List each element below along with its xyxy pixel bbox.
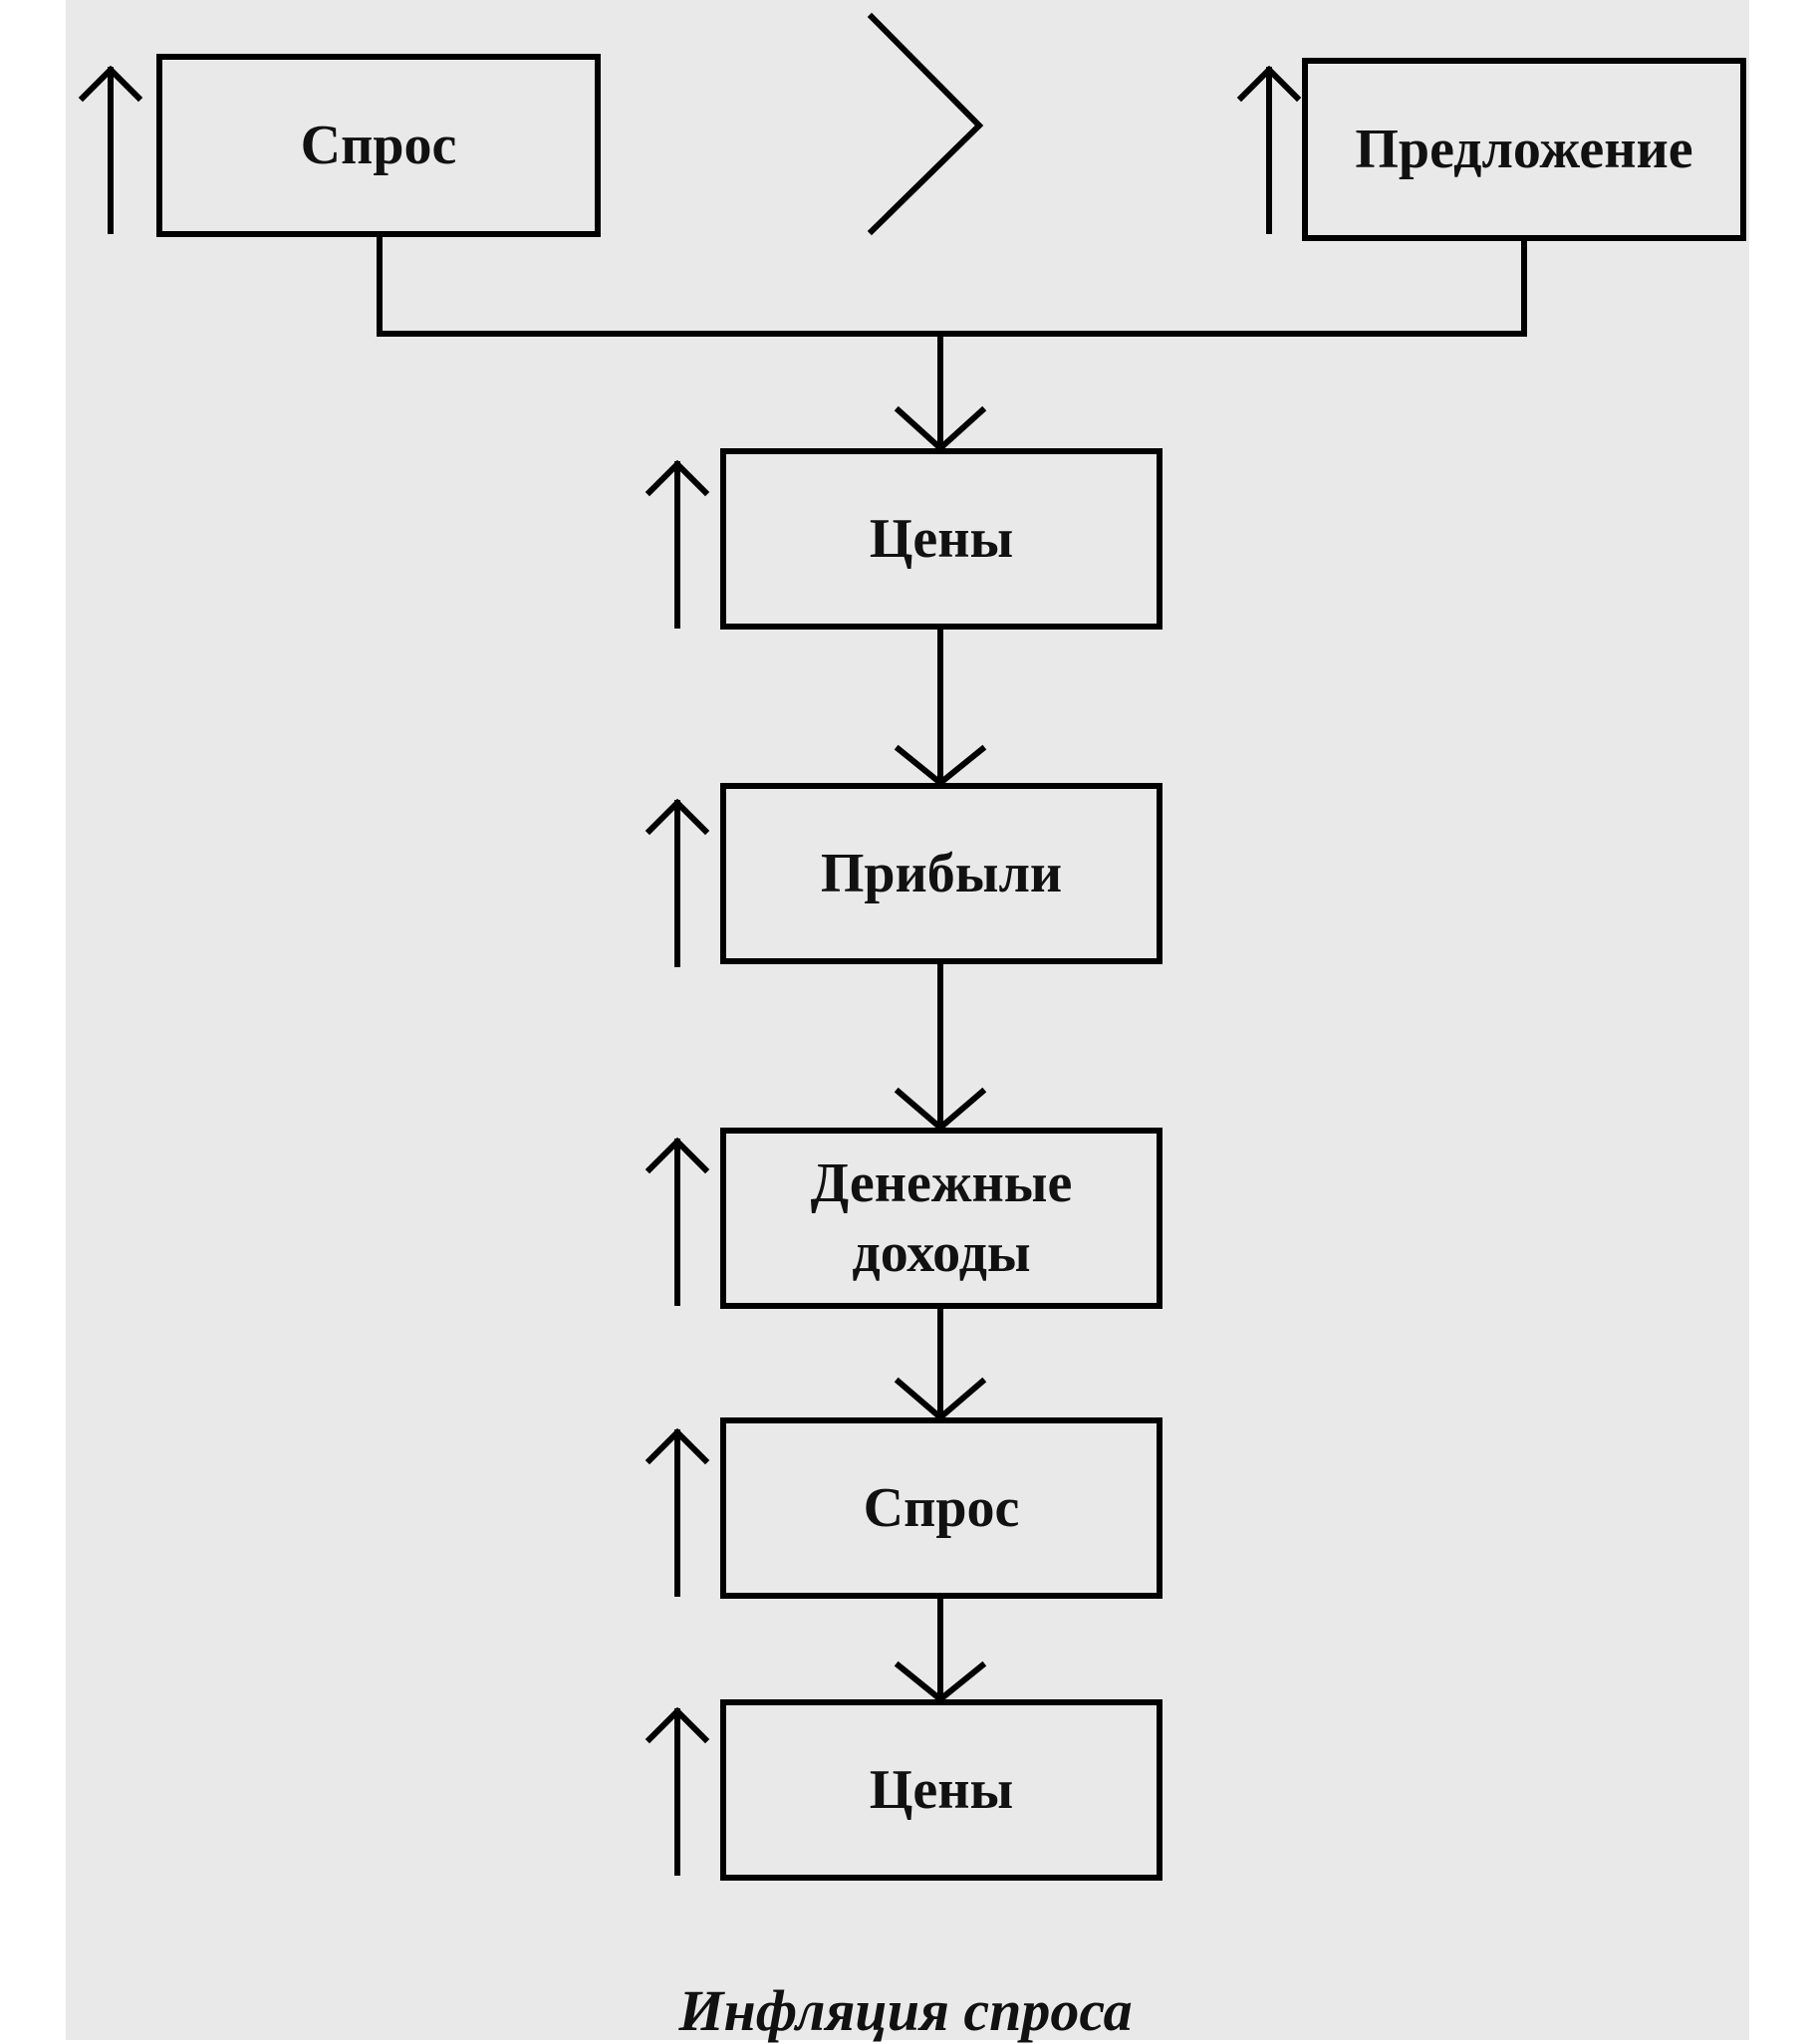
up-arrow-icon [645,459,710,629]
node-demand-top: Спрос [156,54,601,237]
up-arrow-icon [645,798,710,967]
node-label: Цены [869,1759,1014,1821]
up-arrow-icon [645,1706,710,1876]
node-profits: Прибыли [720,783,1163,964]
node-label: Предложение [1355,119,1693,180]
greater-than-icon [867,12,984,236]
up-arrow-icon [78,65,143,234]
up-arrow-icon [1236,65,1302,234]
up-arrow-icon [645,1427,710,1597]
node-prices-2: Цены [720,1699,1163,1881]
node-label: Прибыли [820,843,1063,904]
up-arrow-icon [645,1137,710,1306]
node-prices-1: Цены [720,448,1163,630]
node-supply: Предложение [1302,58,1746,241]
node-label: Спрос [300,115,457,176]
node-label: Цены [869,508,1014,570]
node-demand-2: Спрос [720,1417,1163,1599]
diagram-caption: Инфляция спроса [678,1978,1133,2043]
node-label: Денежные доходы [810,1152,1073,1284]
node-label: Спрос [863,1477,1020,1539]
node-money-income: Денежные доходы [720,1128,1163,1309]
